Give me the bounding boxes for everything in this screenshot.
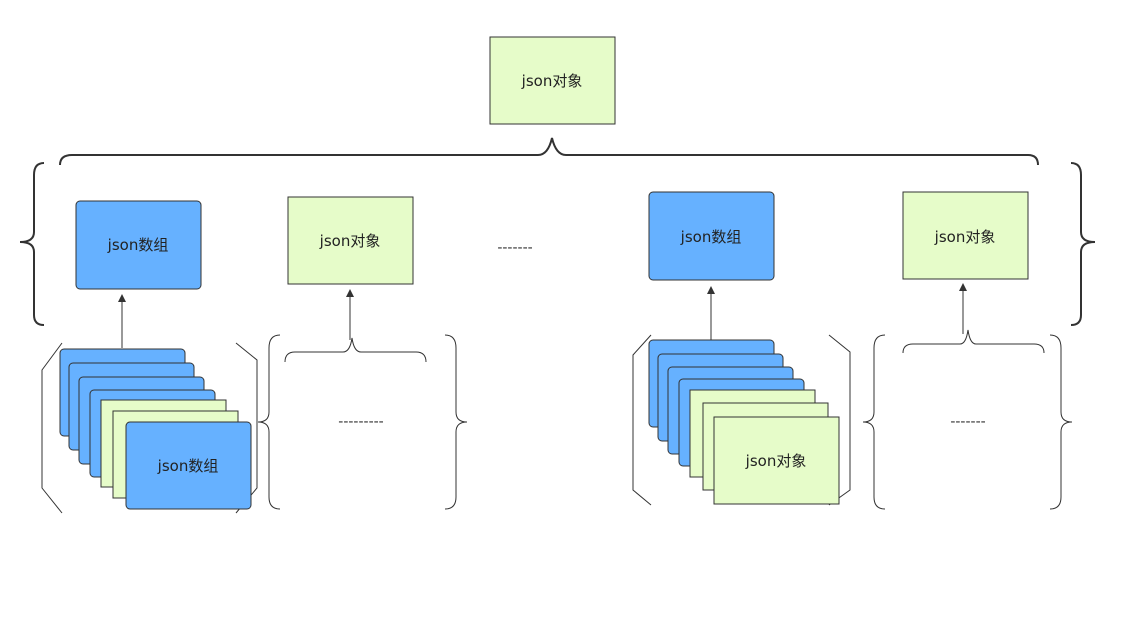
stack1-front-card bbox=[125, 421, 252, 510]
group2-top-brace bbox=[902, 329, 1045, 354]
left-outer-brace bbox=[19, 162, 45, 326]
array-node-1 bbox=[75, 200, 202, 290]
group1-right-brace bbox=[444, 334, 468, 510]
group2-ellipsis: ------- bbox=[950, 414, 985, 430]
stack1-left-bracket bbox=[41, 342, 63, 514]
root-object-label: json对象 bbox=[521, 72, 583, 90]
array-node-1-label: json数组 bbox=[107, 236, 169, 254]
stack2-front-card bbox=[713, 416, 840, 505]
group1-ellipsis: --------- bbox=[338, 414, 383, 430]
stack1-front-label: json数组 bbox=[157, 457, 219, 475]
group1-top-brace bbox=[284, 337, 427, 363]
object-node-1-label: json对象 bbox=[319, 232, 381, 250]
group2-left-brace bbox=[862, 334, 886, 510]
stack2-front-label: json对象 bbox=[745, 452, 807, 470]
level1-ellipsis: ------- bbox=[497, 240, 532, 256]
object-node-2 bbox=[902, 191, 1029, 280]
array-node-2-label: json数组 bbox=[680, 228, 742, 246]
right-outer-brace bbox=[1070, 162, 1096, 326]
group2-right-brace bbox=[1049, 334, 1073, 510]
array-node-2 bbox=[648, 191, 775, 281]
stack2-left-bracket bbox=[632, 334, 652, 506]
root-object-box bbox=[489, 36, 616, 125]
object-node-2-label: json对象 bbox=[934, 228, 996, 246]
top-brace bbox=[59, 137, 1039, 166]
group1-left-brace bbox=[257, 334, 281, 510]
object-node-1 bbox=[287, 196, 414, 285]
